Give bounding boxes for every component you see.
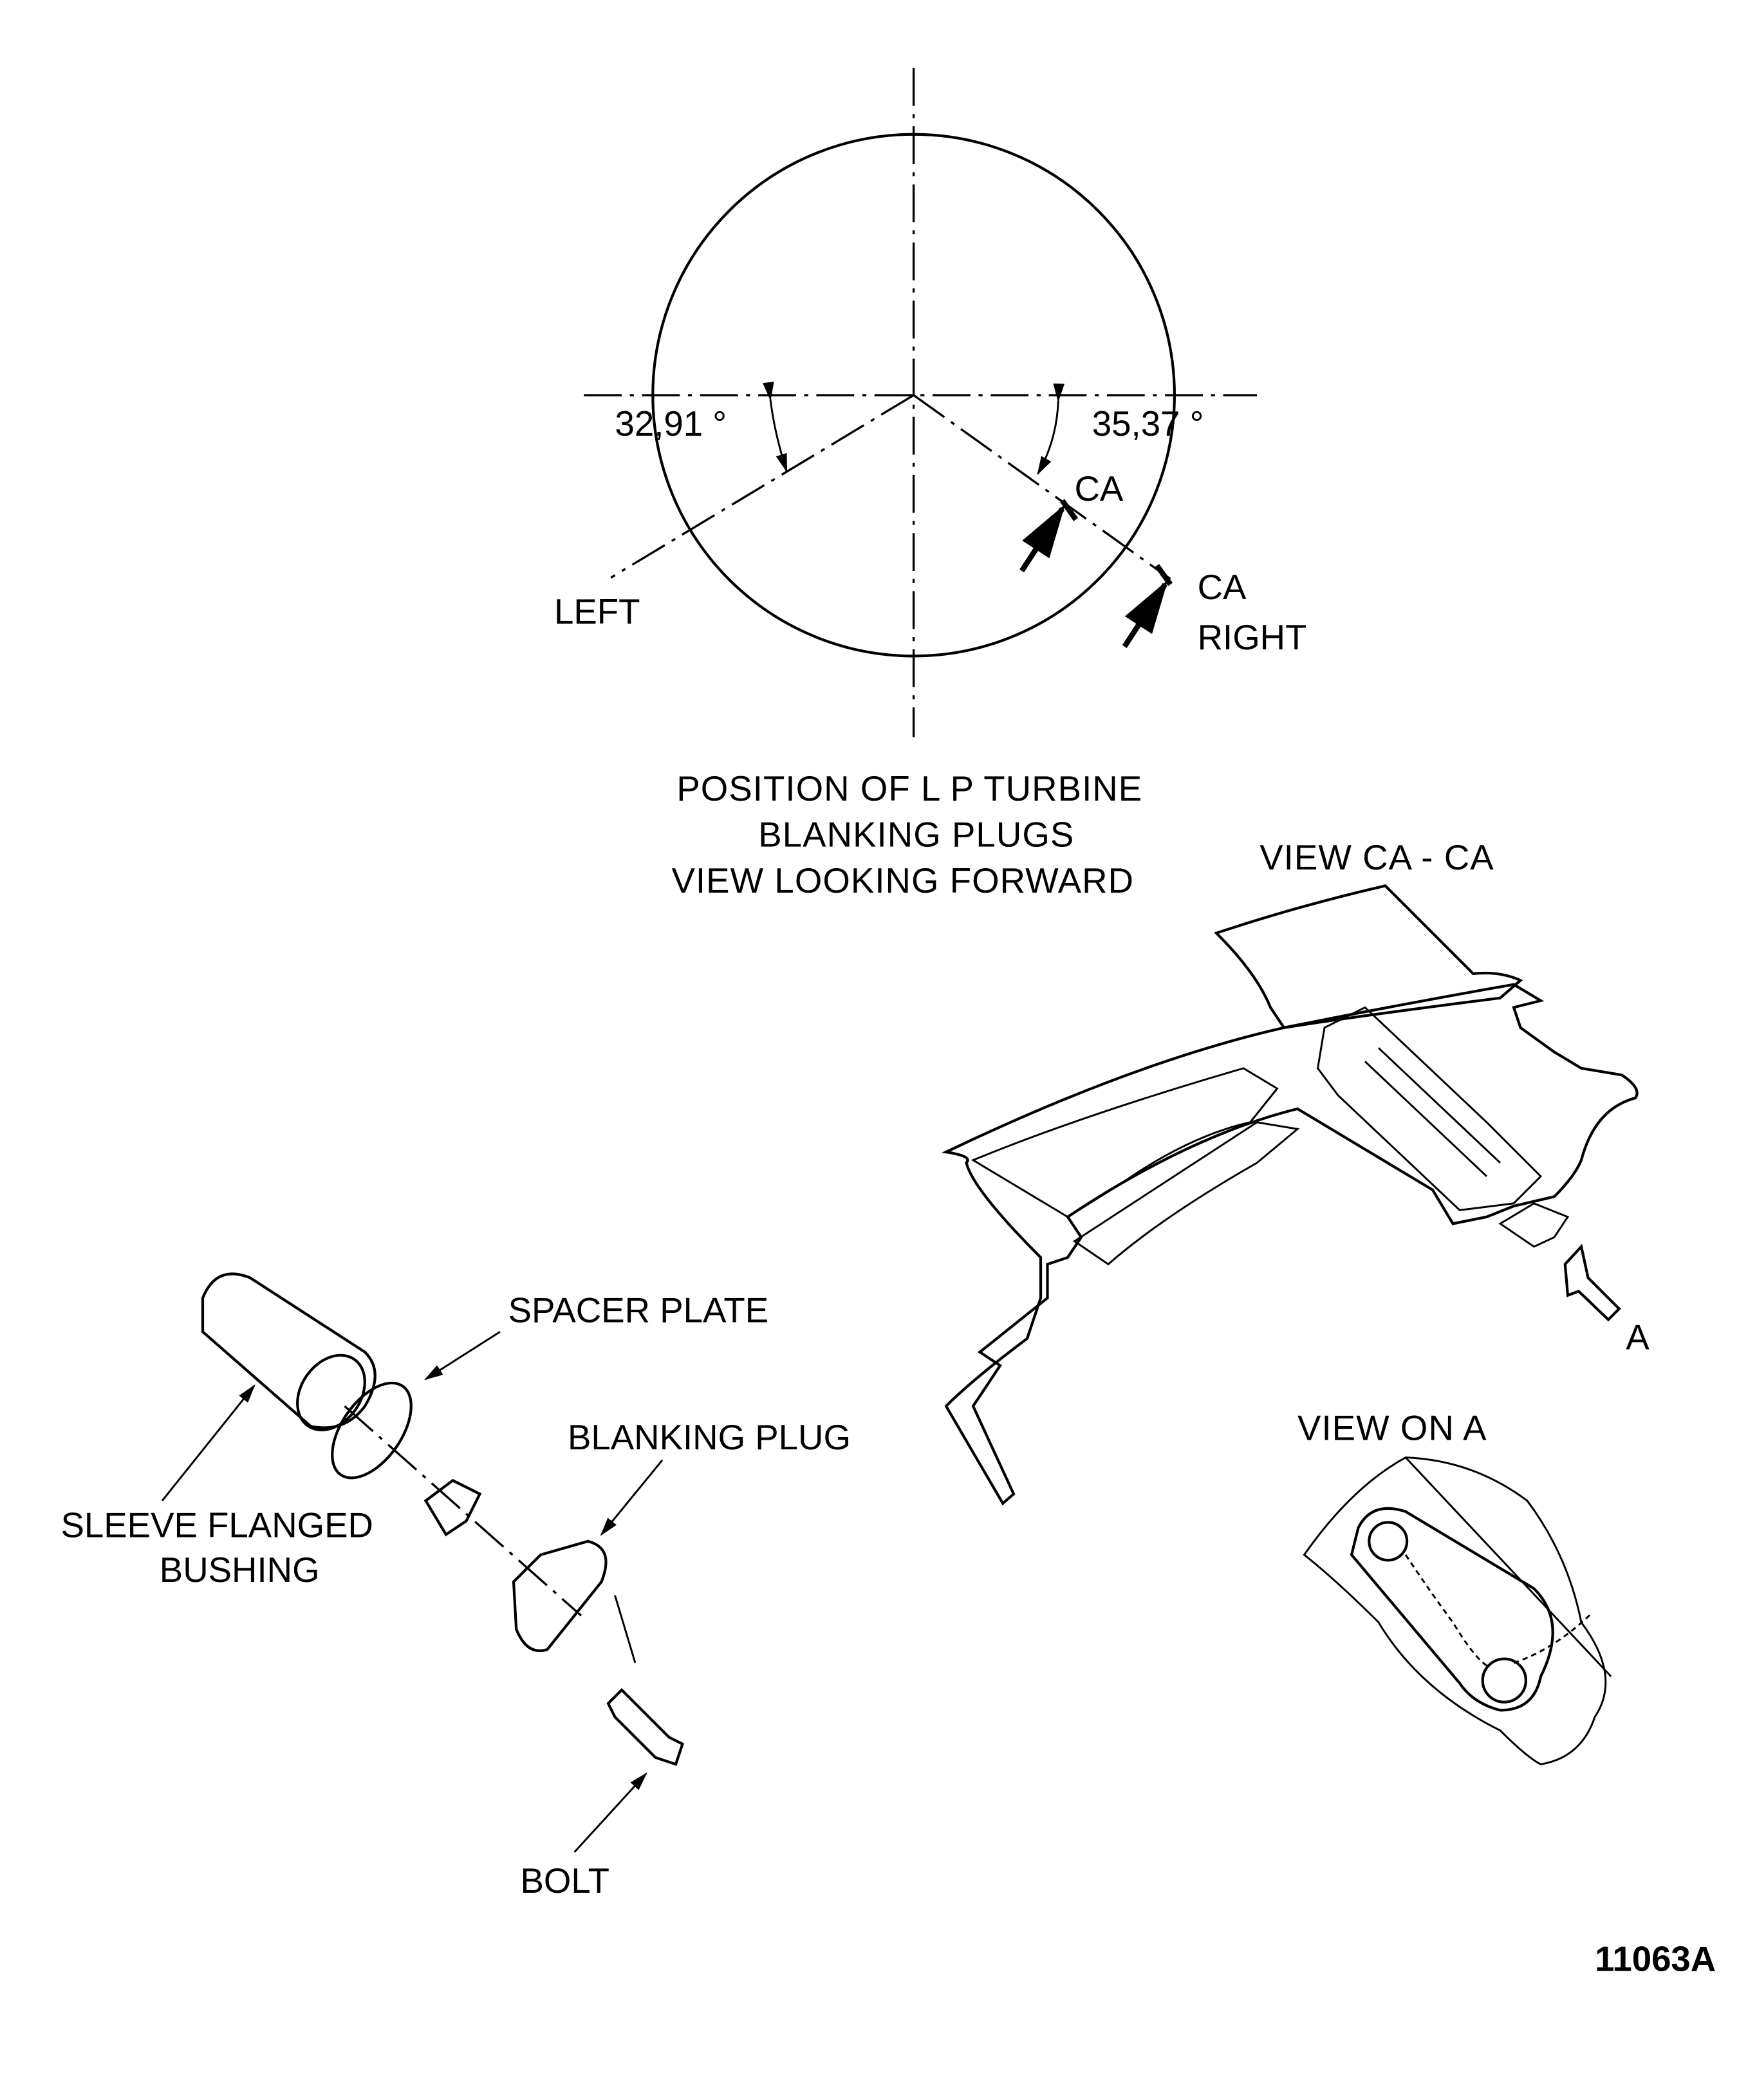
plug-flange-outline: [1350, 1507, 1554, 1712]
assembly-axis: [344, 1405, 582, 1617]
view-a-arrow-label: A: [1626, 1318, 1650, 1357]
section-mark-top: CA: [1075, 469, 1124, 508]
sleeve-label-line1: SLEEVE FLANGED: [61, 1506, 373, 1545]
bolt-axis-line: [614, 1595, 637, 1664]
section-arrow-bottom: [1122, 580, 1168, 648]
plug-stem: [423, 1478, 482, 1537]
view-a-arrow: [1563, 1243, 1621, 1322]
view-on-a-title: VIEW ON A: [1297, 1408, 1487, 1447]
sleeve-flanged-bushing: [201, 1272, 376, 1429]
blade-platform: [1214, 884, 1523, 1030]
exploded-plug-view: SPACER PLATE BLANKING PLUG SLEEVE FLANGE…: [61, 1272, 851, 1900]
angle-arrow-right: [1037, 383, 1065, 476]
angle-right-label: 35,37 °: [1092, 404, 1204, 443]
turbine-casing-section: [941, 983, 1639, 1506]
plug-shaft-lines: [1364, 1047, 1501, 1177]
blanking-plug: [512, 1539, 608, 1653]
casing-cavity-lower: [1072, 1121, 1300, 1266]
caption-line-2: BLANKING PLUGS: [758, 815, 1074, 854]
lockwire: [1404, 1554, 1487, 1667]
caption-line-3: VIEW LOOKING FORWARD: [671, 861, 1134, 900]
right-label: RIGHT: [1198, 618, 1307, 657]
section-tick-bottom: [1155, 564, 1173, 586]
bolt: [606, 1687, 685, 1767]
view-on-a-breakout: [1303, 1456, 1607, 1765]
bolt-head-2: [1481, 1657, 1527, 1704]
angle-left-label: 32,91 °: [615, 404, 727, 443]
blanking-plug-body-section: [1316, 1006, 1543, 1211]
blanking-plug-leader: [600, 1459, 664, 1536]
view-on-a: VIEW ON A: [1297, 1408, 1612, 1765]
figure-number: 11063A: [1595, 1940, 1716, 1979]
circle-position-view: 32,91 ° 35,37 ° CA LEFT CA RIGHT POSITIO…: [554, 68, 1306, 900]
casing-edge-line: [1404, 1456, 1612, 1677]
sleeve-label-line2: BUSHING: [160, 1550, 320, 1590]
left-label: LEFT: [554, 592, 640, 631]
section-arrow-top: [1019, 504, 1066, 573]
bolt-head-1: [1368, 1521, 1409, 1562]
spacer-plate-leader: [424, 1331, 501, 1380]
caption-line-1: POSITION OF L P TURBINE: [676, 769, 1142, 808]
bolt-label: BOLT: [521, 1861, 610, 1900]
bushing-flange: [296, 1353, 366, 1431]
right-plug-radial: [913, 394, 1171, 581]
spacer-plate: [331, 1381, 413, 1480]
bushing-leader: [161, 1384, 256, 1501]
spacer-plate-label: SPACER PLATE: [508, 1291, 769, 1330]
casing-cavity-upper: [971, 1067, 1279, 1218]
section-view-ca-ca: VIEW CA - CA A: [941, 838, 1650, 1506]
angle-arrow-left: [763, 382, 788, 473]
bolt-leader: [573, 1772, 647, 1853]
section-tick-top: [1060, 499, 1079, 521]
section-view-title: VIEW CA - CA: [1260, 838, 1494, 877]
bolt-head-section: [1498, 1202, 1570, 1248]
turbine-case-circle: [651, 133, 1176, 658]
blanking-plug-label: BLANKING PLUG: [568, 1418, 851, 1457]
section-mark-bottom: CA: [1198, 568, 1247, 607]
left-plug-radial: [610, 394, 915, 579]
lockwire-tail: [1513, 1612, 1593, 1664]
